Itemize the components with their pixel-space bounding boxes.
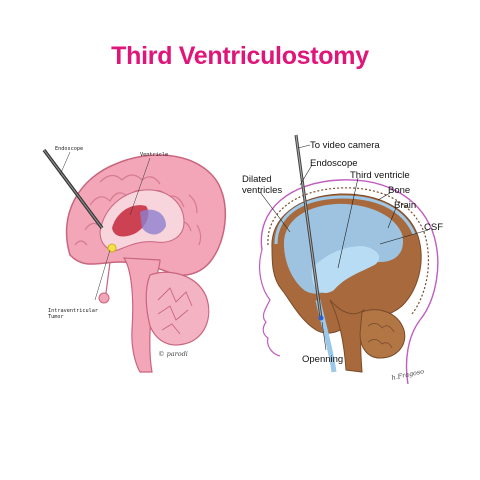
right-label-bone: Bone xyxy=(388,185,410,196)
right-cerebellum xyxy=(359,309,406,359)
right-label-dilated-line1: Dilated xyxy=(242,174,272,185)
left-label-ventricle: Ventricle xyxy=(140,152,168,158)
right-label-endoscope: Endoscope xyxy=(310,158,358,169)
right-head-illustration: To video camera Endoscope Dilated ventri… xyxy=(242,134,443,385)
right-label-brain: Brain xyxy=(394,200,416,211)
left-cerebellum xyxy=(145,271,210,346)
right-label-camera: To video camera xyxy=(310,140,380,151)
right-opening xyxy=(318,315,324,321)
right-label-third-ventricle: Third ventricle xyxy=(350,170,410,181)
left-label-endoscope: Endoscope xyxy=(55,146,83,152)
left-signature: © parodi xyxy=(158,350,188,358)
intraventricular-tumor xyxy=(107,243,117,253)
right-brainstem xyxy=(329,299,365,373)
right-label-csf: CSF xyxy=(424,222,443,233)
right-skull-outline xyxy=(260,179,439,385)
left-brain-illustration: Endoscope Ventricle Intraventricular Tum… xyxy=(42,146,227,373)
right-label-dilated-line2: ventricles xyxy=(242,185,282,196)
left-label-tumor-line1: Intraventricular xyxy=(48,308,98,314)
right-label-opening: Openning xyxy=(302,354,343,365)
page-title: Third Ventriculostomy xyxy=(111,42,369,70)
left-label-tumor-line2: Tumor xyxy=(48,314,64,320)
right-face-profile xyxy=(258,249,281,357)
